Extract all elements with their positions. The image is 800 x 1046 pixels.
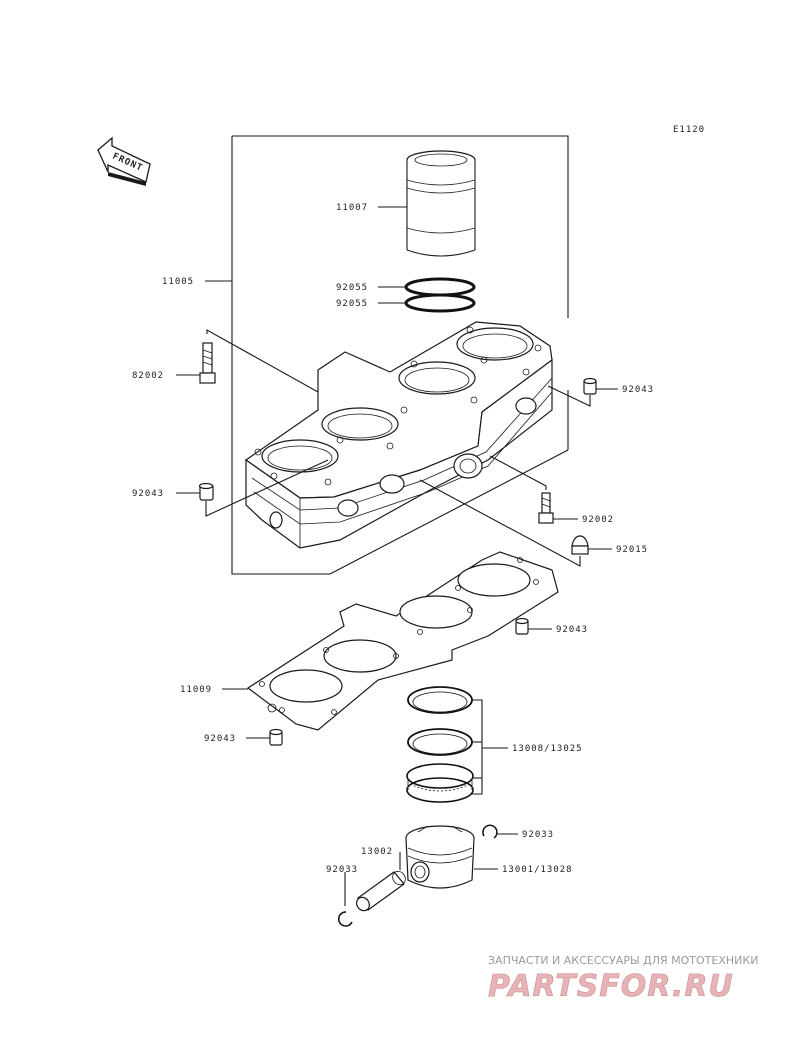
label-92033-right: 92033 [522,830,554,840]
circlip-92033-left [337,911,353,927]
label-92055-a: 92055 [336,283,368,293]
piston-pin [356,870,406,912]
label-92002: 92002 [582,515,614,525]
cap-nut-92015 [571,535,589,555]
label-13002: 13002 [361,847,393,857]
diagram-code: E1120 [673,125,705,135]
label-11005: 11005 [162,277,194,287]
cylinder-block [244,321,553,549]
label-92055-b: 92055 [336,299,368,309]
label-92043-lower: 92043 [204,734,236,744]
base-gasket [246,551,559,731]
cylinder-sleeve [406,150,476,257]
dowel-92043-left [198,482,214,501]
label-92043-right: 92043 [622,385,654,395]
circlip-92033-right [482,824,498,839]
label-92043-gasket: 92043 [556,625,588,635]
watermark-tagline: ЗАПЧАСТИ И АКСЕССУАРЫ ДЛЯ МОТОТЕХНИКИ [488,954,758,967]
label-11007: 11007 [336,203,368,213]
front-arrow-icon: FRONT [97,136,151,186]
label-13008-13025: 13008/13025 [512,744,583,754]
bolt-92002 [538,492,554,524]
assembly-frame [232,135,569,318]
piston-rings [406,686,474,803]
o-rings [404,277,476,313]
dowel-92043-gasket [515,617,529,635]
dowel-92043-lower [269,728,283,746]
label-82002: 82002 [132,371,164,381]
label-13001-13028: 13001/13028 [502,865,573,875]
dowel-92043-right [583,377,597,395]
watermark-logo: PARTSFOR.RU [488,969,734,1004]
label-92015: 92015 [616,545,648,555]
piston [405,825,475,889]
label-11009: 11009 [180,685,212,695]
label-92043-left: 92043 [132,489,164,499]
bolt-82002 [199,342,216,384]
label-92033-left: 92033 [326,865,358,875]
